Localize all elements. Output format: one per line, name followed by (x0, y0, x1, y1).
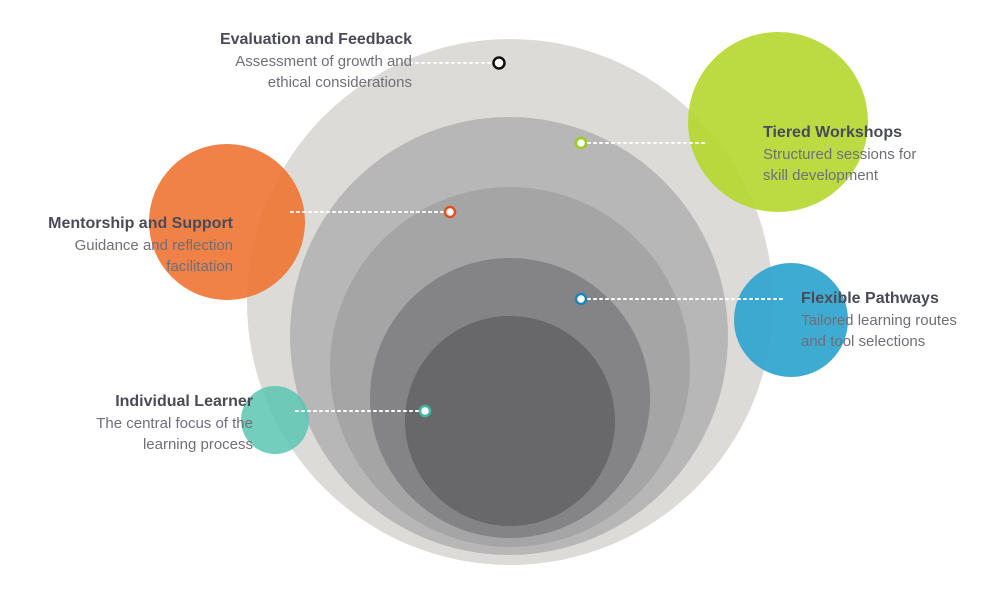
label-tiered: Tiered Workshops Structured sessions for… (763, 122, 973, 186)
node-title: Tiered Workshops (763, 124, 902, 141)
node-description-line: Structured sessions for (763, 146, 917, 163)
node-title: Evaluation and Feedback (219, 31, 412, 48)
accent-circle-tiered (688, 32, 868, 212)
accent-circle-flexible (734, 263, 848, 377)
node-description-line: The central focus of the (96, 415, 253, 432)
node-description-line: learning process (142, 436, 253, 453)
marker-mentorship (443, 205, 457, 219)
node-description-line: and tool selections (801, 333, 926, 350)
node-description-line: skill development (763, 167, 879, 184)
accent-circle-individual (241, 386, 309, 454)
node-description-line: Tailored learning routes (801, 312, 957, 329)
label-evaluation: Evaluation and Feedback Assessment of gr… (150, 29, 412, 93)
marker-individual (418, 404, 432, 418)
label-flexible: Flexible Pathways Tailored learning rout… (801, 288, 996, 352)
node-description-line: Guidance and reflection (74, 237, 233, 254)
label-mentorship: Mentorship and Support Guidance and refl… (0, 213, 233, 277)
marker-flexible (574, 292, 588, 306)
node-description-line: ethical considerations (267, 74, 412, 91)
node-title: Mentorship and Support (48, 215, 233, 232)
node-description-line: facilitation (166, 258, 233, 275)
marker-evaluation (492, 56, 506, 70)
label-individual: Individual Learner The central focus of … (40, 391, 253, 455)
node-title: Flexible Pathways (801, 290, 939, 307)
node-description-line: Assessment of growth and (235, 53, 412, 70)
ring-individual (405, 316, 615, 526)
marker-tiered (574, 136, 588, 150)
node-title: Individual Learner (115, 393, 253, 410)
accent-circle-mentorship (149, 144, 305, 300)
